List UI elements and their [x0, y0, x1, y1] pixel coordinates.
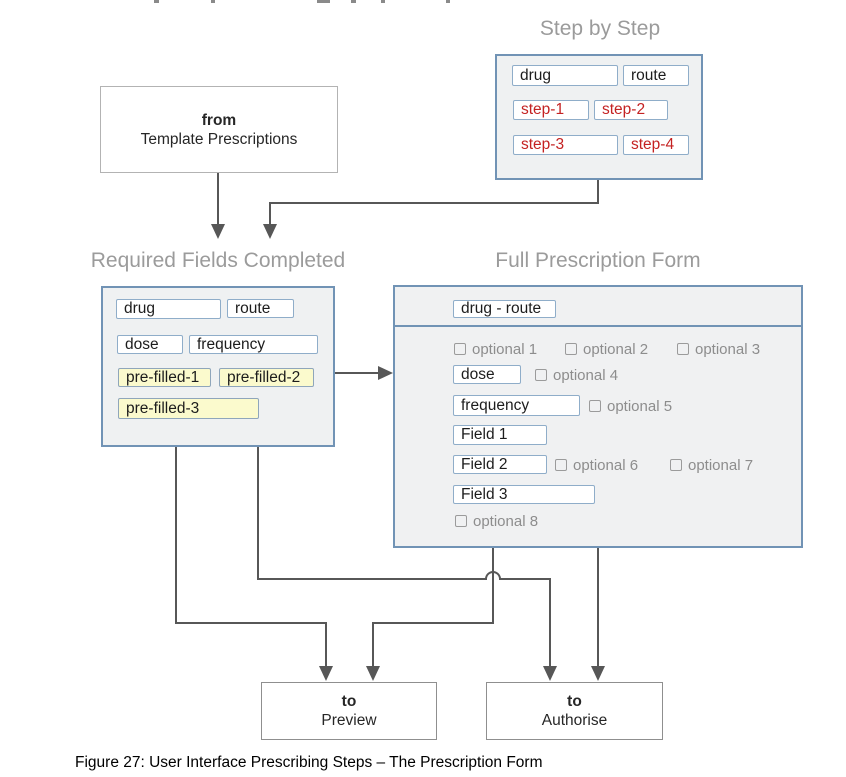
- template-prescriptions-node: from Template Prescriptions: [100, 86, 338, 173]
- template-node-label: Template Prescriptions: [140, 130, 298, 148]
- clipped-text-fragment: [446, 0, 450, 3]
- checkbox-label: optional 8: [473, 512, 539, 530]
- checkbox-label: optional 1: [472, 340, 538, 358]
- pre-filled-3-field[interactable]: pre-filled-3: [118, 398, 259, 419]
- optional-8-checkbox[interactable]: optional 8: [455, 512, 539, 530]
- preview-node-emphasis: to: [341, 693, 357, 710]
- optional-1-checkbox[interactable]: optional 1: [454, 340, 538, 358]
- figure-caption: Figure 27: User Interface Prescribing St…: [75, 754, 543, 771]
- step-by-step-title: Step by Step: [539, 17, 661, 40]
- checkbox-icon[interactable]: [455, 515, 467, 527]
- step-4-field[interactable]: step-4: [623, 135, 689, 155]
- template-node-emphasis: from: [201, 111, 237, 129]
- required-fields-panel: drug route dose frequency pre-filled-1 p…: [101, 286, 335, 447]
- full-form-panel: drug - route optional 1 optional 2 optio…: [393, 285, 803, 548]
- authorise-node-label: Authorise: [541, 712, 608, 729]
- arrow-stepbystep-to-required: [269, 180, 599, 224]
- pre-filled-1-field[interactable]: pre-filled-1: [118, 368, 211, 387]
- checkbox-label: optional 2: [583, 340, 649, 358]
- required-fields-title: Required Fields Completed: [90, 249, 346, 272]
- checkbox-icon[interactable]: [670, 459, 682, 471]
- field-3-field[interactable]: Field 3: [453, 485, 595, 504]
- checkbox-label: optional 7: [688, 456, 754, 474]
- optional-7-checkbox[interactable]: optional 7: [670, 456, 754, 474]
- checkbox-icon[interactable]: [677, 343, 689, 355]
- optional-4-checkbox[interactable]: optional 4: [535, 366, 619, 384]
- checkbox-label: optional 5: [607, 397, 673, 415]
- step-by-step-panel: drug route step-1 step-2 step-3 step-4: [495, 54, 703, 180]
- step-2-field[interactable]: step-2: [594, 100, 668, 120]
- optional-3-checkbox[interactable]: optional 3: [677, 340, 761, 358]
- step-3-field[interactable]: step-3: [513, 135, 618, 155]
- checkbox-label: optional 4: [553, 366, 619, 384]
- form-header-divider: [395, 325, 801, 327]
- authorise-node-emphasis: to: [567, 693, 582, 710]
- optional-2-checkbox[interactable]: optional 2: [565, 340, 649, 358]
- preview-node: to Preview: [261, 682, 437, 740]
- checkbox-icon[interactable]: [454, 343, 466, 355]
- checkbox-icon[interactable]: [565, 343, 577, 355]
- step-1-field[interactable]: step-1: [513, 100, 589, 120]
- pre-filled-2-field[interactable]: pre-filled-2: [219, 368, 314, 387]
- clipped-text-fragment: [211, 0, 215, 3]
- field-1-field[interactable]: Field 1: [453, 425, 547, 445]
- preview-node-label: Preview: [321, 712, 377, 729]
- dose-field[interactable]: dose: [453, 365, 521, 384]
- frequency-field[interactable]: frequency: [189, 335, 318, 354]
- checkbox-icon[interactable]: [589, 400, 601, 412]
- optional-5-checkbox[interactable]: optional 5: [589, 397, 673, 415]
- clipped-text-fragment: [381, 0, 385, 3]
- checkbox-label: optional 6: [573, 456, 639, 474]
- route-field[interactable]: route: [623, 65, 689, 86]
- field-2-field[interactable]: Field 2: [453, 455, 547, 474]
- checkbox-label: optional 3: [695, 340, 761, 358]
- dose-field[interactable]: dose: [117, 335, 183, 354]
- checkbox-icon[interactable]: [555, 459, 567, 471]
- clipped-text-fragment: [351, 0, 356, 3]
- drug-field[interactable]: drug: [116, 299, 221, 319]
- optional-6-checkbox[interactable]: optional 6: [555, 456, 639, 474]
- authorise-node: to Authorise: [486, 682, 663, 740]
- full-form-title: Full Prescription Form: [495, 249, 701, 272]
- arrow-required-to-preview: [175, 447, 327, 666]
- clipped-text-fragment: [154, 0, 159, 3]
- drug-route-field[interactable]: drug - route: [453, 300, 556, 318]
- route-field[interactable]: route: [227, 299, 294, 318]
- drug-field[interactable]: drug: [512, 65, 618, 86]
- clipped-text-fragment: [317, 0, 330, 3]
- checkbox-icon[interactable]: [535, 369, 547, 381]
- arrow-fullform-to-preview: [372, 548, 494, 666]
- frequency-field[interactable]: frequency: [453, 395, 580, 416]
